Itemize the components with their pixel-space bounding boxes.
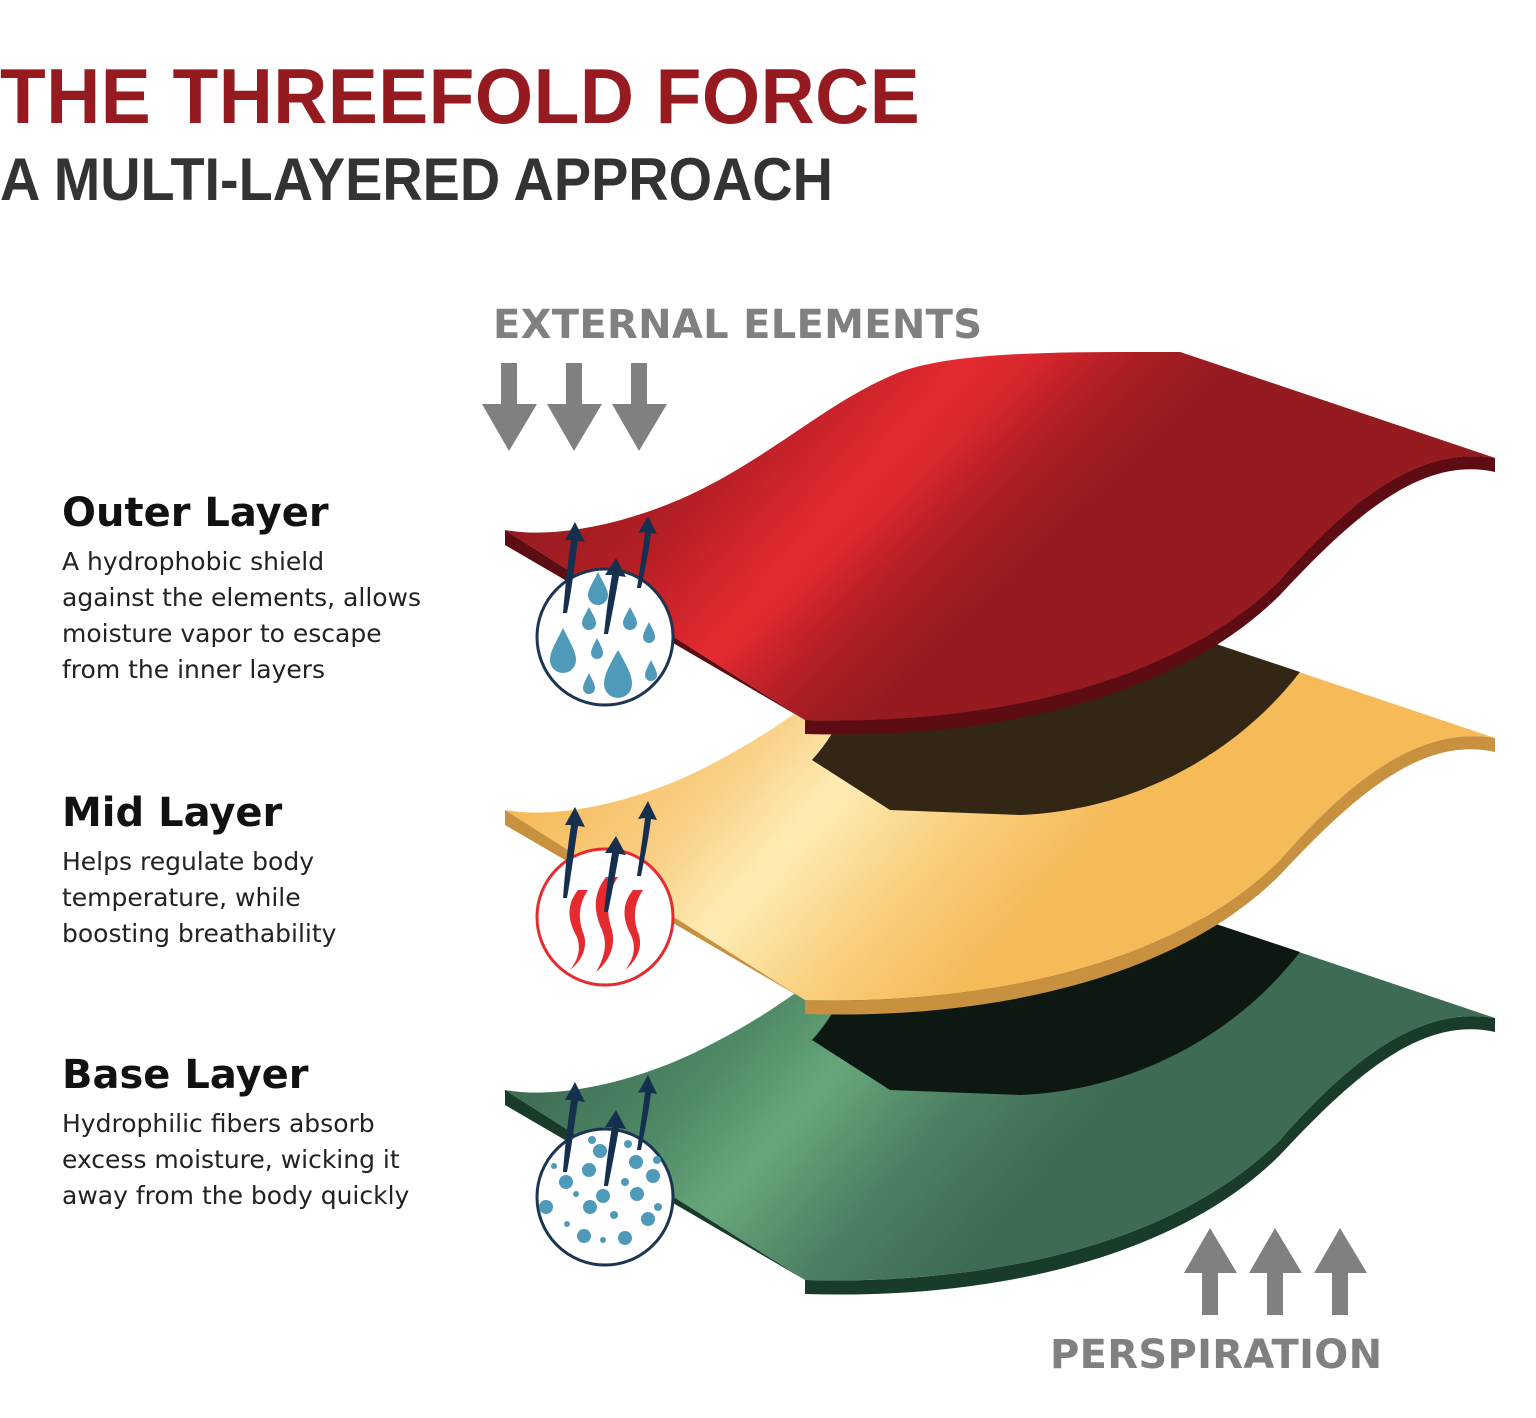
vapor-arrow-icon [637, 801, 657, 876]
desc-line: temperature, while [62, 883, 301, 912]
page-subtitle: A MULTI-LAYERED APPROACH [0, 146, 833, 213]
base-layer-description: Hydrophilic fibers absorb excess moistur… [62, 1106, 502, 1214]
vapor-arrow-icon [604, 836, 626, 912]
page-title: THE THREEFOLD FORCE [0, 52, 921, 140]
desc-line: Hydrophilic fibers absorb [62, 1109, 375, 1138]
arrow-up-icon [1184, 1228, 1237, 1315]
desc-line: against the elements, allows [62, 583, 422, 612]
external-arrows [482, 363, 667, 451]
vapor-arrow-icon [604, 1110, 626, 1186]
desc-line: boosting breathability [62, 919, 337, 948]
vapor-arrow-icon [604, 558, 626, 634]
external-elements-label: EXTERNAL ELEMENTS [493, 302, 983, 348]
arrow-up-icon [1314, 1228, 1367, 1315]
vapor-arrow-icon [563, 1082, 585, 1172]
arrow-down-icon [482, 363, 537, 451]
moisture-bubbles-icon [535, 1127, 675, 1267]
heat-waves-icon [535, 847, 675, 987]
water-droplets-icon [535, 567, 675, 707]
vapor-arrow-icon [637, 1075, 657, 1150]
desc-line: Helps regulate body [62, 847, 315, 876]
desc-line: from the inner layers [62, 655, 326, 684]
base-layer-title: Base Layer [62, 1052, 309, 1098]
vapor-arrow-icon [637, 516, 657, 588]
arrow-down-icon [612, 363, 667, 451]
desc-line: A hydrophobic shield [62, 547, 325, 576]
vapor-arrows-outer [563, 516, 657, 634]
outer-layer-sheet [505, 351, 1495, 735]
desc-line: away from the body quickly [62, 1181, 410, 1210]
arrow-down-icon [547, 363, 602, 451]
outer-layer-description: A hydrophobic shield against the element… [62, 544, 502, 688]
perspiration-label: PERSPIRATION [1050, 1332, 1383, 1378]
mid-layer-description: Helps regulate body temperature, while b… [62, 844, 502, 952]
mid-layer-caption: Mid Layer Helps regulate body temperatur… [62, 790, 502, 952]
perspiration-arrows [1184, 1228, 1367, 1315]
desc-line: moisture vapor to escape [62, 619, 382, 648]
vapor-arrows-base [563, 1075, 657, 1186]
desc-line: excess moisture, wicking it [62, 1145, 400, 1174]
arrow-up-icon [1249, 1228, 1302, 1315]
outer-layer-caption: Outer Layer A hydrophobic shield against… [62, 490, 502, 688]
outer-layer-title: Outer Layer [62, 490, 329, 536]
base-layer-caption: Base Layer Hydrophilic fibers absorb exc… [62, 1052, 502, 1214]
vapor-arrow-icon [563, 807, 585, 898]
vapor-arrows-mid [563, 801, 657, 912]
mid-layer-title: Mid Layer [62, 790, 283, 836]
vapor-arrow-icon [563, 522, 585, 613]
